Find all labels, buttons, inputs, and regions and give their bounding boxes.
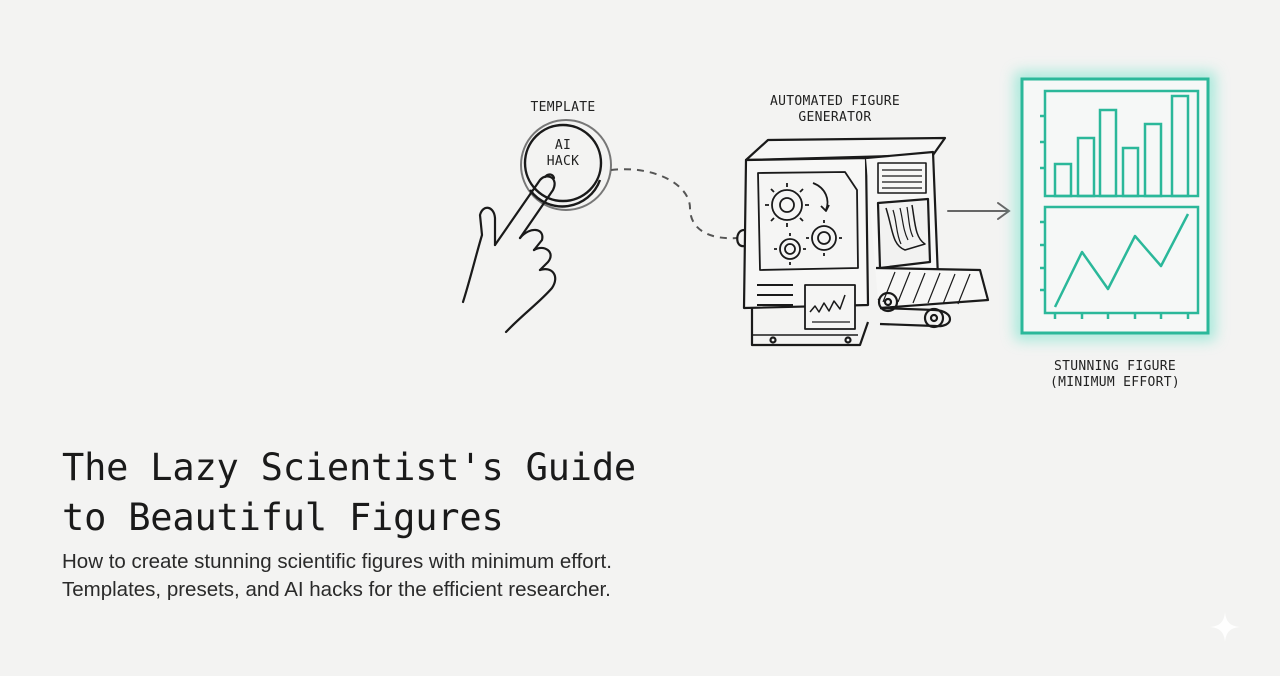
subtitle: How to create stunning scientific figure… [62, 548, 612, 604]
ai-hack-line1: AI [554, 138, 572, 153]
ai-hack-button-drawing [520, 119, 612, 211]
machine-label-line1: AUTOMATED FIGURE [769, 94, 901, 109]
stunning-figure-icon [1015, 72, 1215, 340]
output-label-line1: STUNNING FIGURE [1054, 359, 1176, 374]
hand-icon [461, 173, 557, 334]
title-line-2: to Beautiful Figures [62, 496, 504, 539]
template-label: TEMPLATE [530, 100, 596, 115]
page-title: The Lazy Scientist's Guide to Beautiful … [62, 443, 636, 543]
sparkle-watermark-icon [1210, 612, 1240, 642]
figure-generator-machine-icon [736, 136, 990, 347]
output-label-line2: (MINIMUM EFFORT) [1049, 375, 1181, 390]
machine-label-line2: GENERATOR [798, 110, 872, 125]
ai-hack-line2: HACK [546, 154, 580, 169]
ai-hack-button[interactable]: AI HACK [527, 135, 599, 191]
connector-wire [610, 168, 739, 240]
title-line-1: The Lazy Scientist's Guide [62, 446, 636, 489]
subtitle-line-1: How to create stunning scientific figure… [62, 550, 612, 573]
arrow-right-icon [947, 202, 1011, 220]
subtitle-line-2: Templates, presets, and AI hacks for the… [62, 578, 611, 601]
